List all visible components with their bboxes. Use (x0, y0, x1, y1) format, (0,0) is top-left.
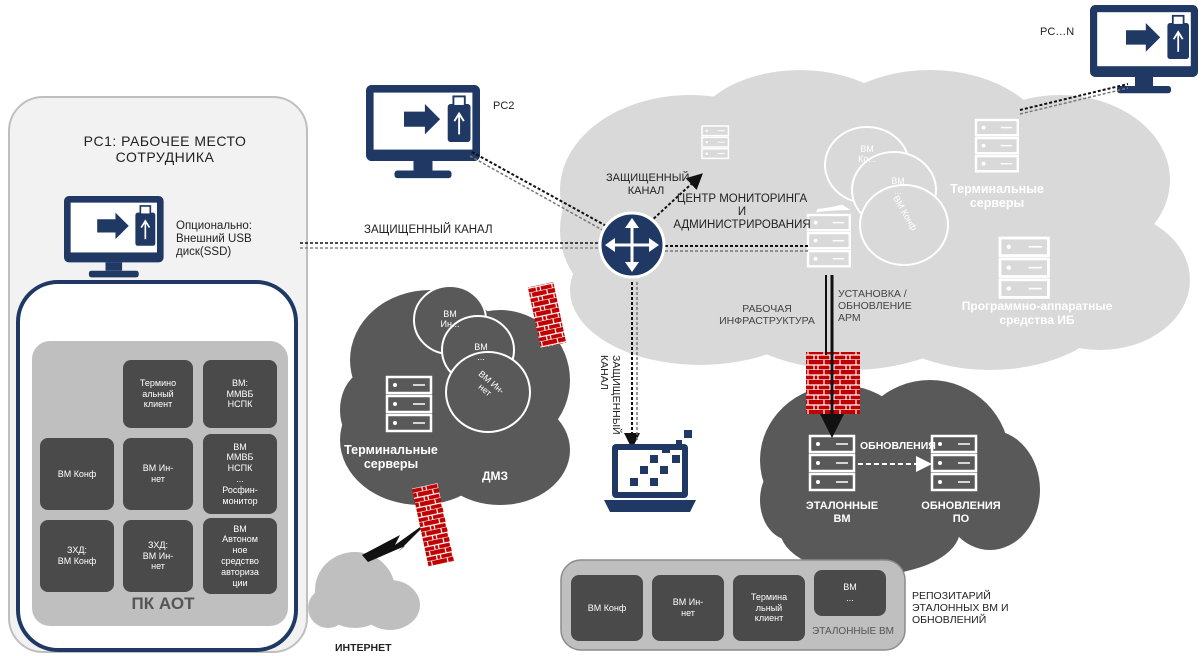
pcn-channel (1019, 83, 1129, 115)
repository-label: РЕПОЗИТАРИЙ ЭТАЛОННЫХ ВМ И ОБНОВЛЕНИЙ (912, 590, 1009, 627)
pk-cell-zhd-vm-internet: ЗХД: ВМ Ин- нет (123, 520, 193, 592)
pk-cell-vm-conf: ВМ Конф (40, 438, 114, 510)
main-secure-channel (300, 242, 605, 249)
router-icon (598, 211, 666, 279)
dmz-servers-label: Терминальные серверы (344, 443, 438, 472)
pk-cell-terminal-client: Термино альный клиент (123, 360, 193, 428)
repo-cell-vm-internet: ВМ Ин- нет (652, 575, 724, 641)
cloud-vm-2: ВМ ... (891, 176, 905, 197)
pk-cell-autonomous-auth: ВМ Автоном ное средство авториза ции (203, 518, 277, 594)
pcn-monitor-icon (1089, 4, 1199, 95)
pc1-optional-note: Опционально: Внешний USB диск(SSD) (176, 220, 252, 259)
pk-cell-vm-mmvb: ВМ: ММВБ НСПК (203, 360, 277, 428)
pk-aot-title: ПК АОТ (131, 594, 195, 613)
monitoring-center-label: ЦЕНТР МОНИТОРИНГА И АДМИНИСТРИРОВАНИЯ (673, 193, 811, 232)
working-infra-label: РАБОЧАЯ ИНФРАСТРУКТУРА (719, 303, 815, 328)
pk-cell-vm-mmvb-rosfin: ВМ ММВБ НСПК ... Росфин- монитор (203, 434, 277, 514)
updates-sw-label: ОБНОВЛЕНИЯ ПО (921, 500, 1001, 525)
dmz-vm-1: ВМ Ин... (440, 309, 460, 330)
repo-cell-terminal-client: Термина льный клиент (733, 575, 805, 641)
internet-label: ИНТЕРНЕТ (335, 642, 392, 654)
pc1-title: PC1: РАБОЧЕЕ МЕСТО СОТРУДНИКА (83, 133, 247, 166)
pc2-channel (469, 151, 611, 233)
pk-cell-vm-internet: ВМ Ин- нет (123, 438, 193, 510)
firewall-dmz-icon (527, 281, 567, 349)
cloud-vm-bubbles (824, 126, 949, 266)
main-channel-label: ЗАЩИЩЕННЫЙ КАНАЛ (364, 224, 493, 236)
dmz-vm-2: ВМ ... (474, 342, 488, 363)
terminal-servers-label: Терминальные серверы (950, 182, 1044, 211)
firewall-internet-icon (411, 483, 455, 567)
pc2-label: PC2 (493, 100, 515, 112)
lightning-icon (362, 520, 430, 562)
dmz-vm-bubbles (413, 285, 531, 433)
vertical-channel-label: ЗАЩИЩЕННЫЙ КАНАЛ (597, 355, 622, 435)
infosec-tools-label: Программно-аппаратные средства ИБ (961, 299, 1113, 327)
upper-channel-label: ЗАЩИЩЕННЫЙ КАНАЛ (606, 172, 690, 197)
dmz-label: ДМЗ (482, 469, 509, 483)
cloud-vm-1: ВМ Ко... (858, 144, 876, 165)
updates-arrow-label: ОБНОВЛЕНИЯ (860, 440, 936, 452)
repo-caption: ЭТАЛОННЫЕ ВМ (812, 626, 894, 637)
pc2-monitor-icon (365, 84, 481, 180)
reference-vms-label: ЭТАЛОННЫЕ ВМ (805, 500, 879, 525)
internet-cloud (308, 552, 420, 630)
laptop-icon (604, 430, 696, 512)
pcn-label: PC…N (1040, 26, 1075, 38)
repo-cell-vm-conf: ВМ Конф (571, 575, 643, 641)
vertical-secure-channel (624, 282, 640, 449)
router-to-monitoring-arrow (649, 173, 703, 223)
pk-cell-zhd-vm-conf: ЗХД: ВМ Конф (40, 520, 114, 592)
install-update-label: УСТАНОВКА / ОБНОВЛЕНИЕ АРМ (838, 288, 912, 325)
updates-cloud (760, 380, 1040, 575)
repo-cell-vm-more: ВМ ... (814, 570, 886, 616)
